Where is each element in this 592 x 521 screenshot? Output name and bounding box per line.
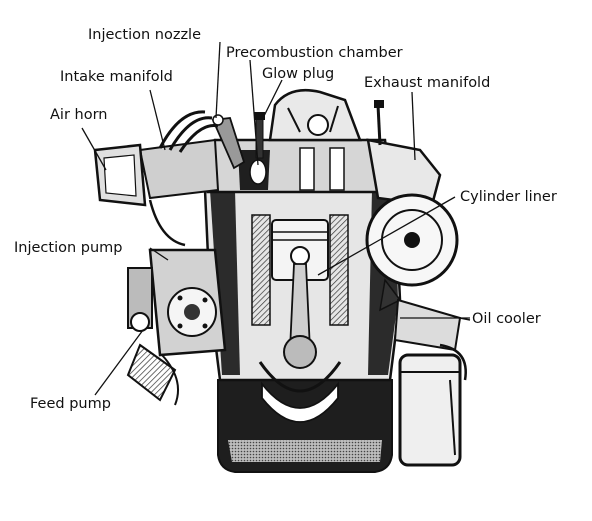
leader-exhaust-manifold [411,91,416,161]
leader-glow-plug [261,79,283,121]
label-oil-cooler: Oil cooler [472,311,541,327]
leader-injection-nozzle [215,41,221,119]
leader-lines [81,41,470,396]
injection-pump [127,248,227,357]
leader-precombustion-chamber [249,59,259,166]
intake-manifold [138,110,220,247]
label-feed-pump: Feed pump [30,396,111,412]
feed-pump [126,343,179,406]
label-cylinder-liner: Cylinder liner [460,189,557,205]
oil-pan [217,379,393,473]
label-exhaust-manifold: Exhaust manifold [364,75,491,91]
leader-cylinder-liner [317,196,456,276]
crankshaft-pulley [365,193,459,312]
label-precombustion-chamber: Precombustion chamber [226,45,403,61]
label-injection-nozzle: Injection nozzle [88,27,202,43]
piston [258,219,342,423]
leader-feed-pump [94,329,144,396]
leader-intake-manifold [149,89,166,151]
oil-filter [398,343,467,467]
label-injection-pump: Injection pump [14,240,123,256]
leader-injection-pump [149,247,169,261]
cylinder-liner [251,214,349,326]
label-glow-plug: Glow plug [262,66,335,82]
label-air-horn: Air horn [50,107,108,123]
label-intake-manifold: Intake manifold [60,69,173,85]
valve-cover [268,88,362,142]
oil-cooler [393,298,471,352]
exhaust-manifold [366,100,442,207]
leader-air-horn [81,127,107,171]
air-horn [93,143,147,207]
cylinder-head [206,138,394,194]
